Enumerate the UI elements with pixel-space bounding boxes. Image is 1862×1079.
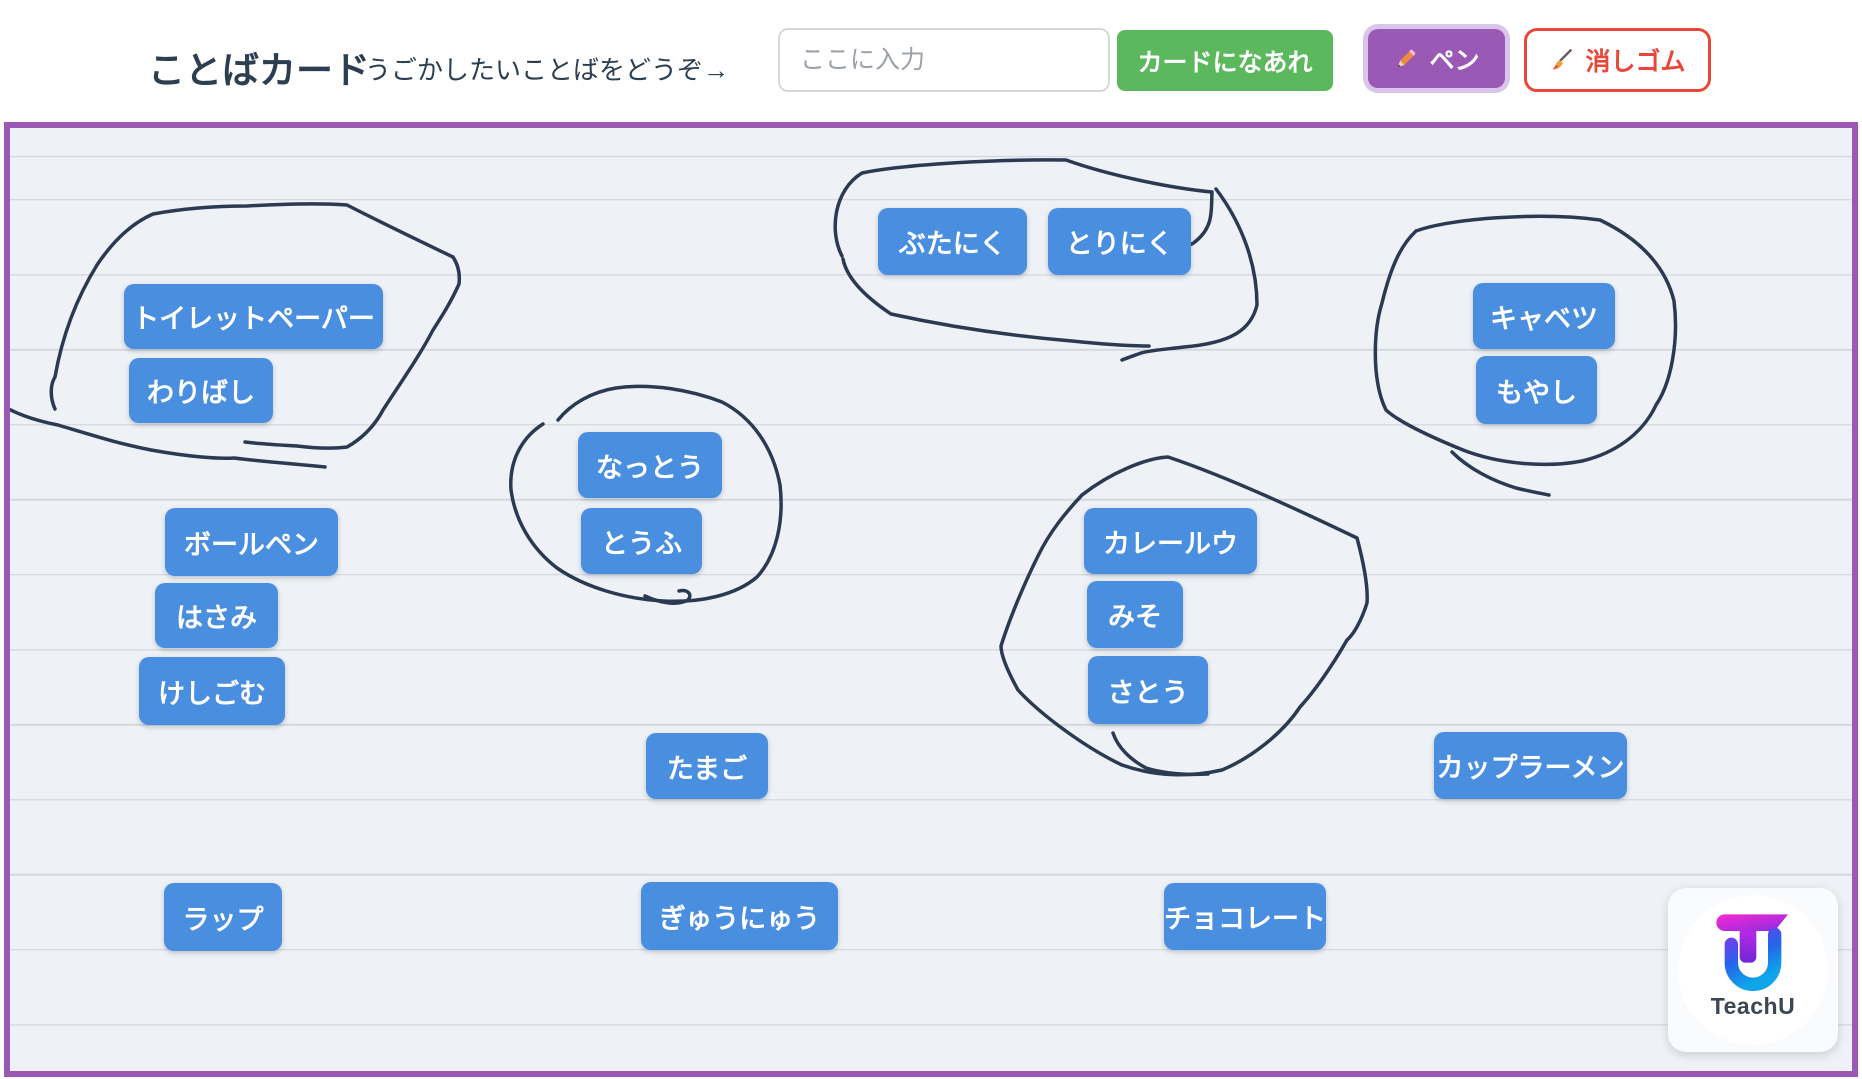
word-card-label: けしごむ [158,678,266,709]
word-card[interactable]: ぶたにく [878,208,1027,275]
word-card-label: ぶたにく [898,229,1007,259]
word-card[interactable]: とりにく [1048,208,1191,275]
word-card[interactable]: わりばし [129,358,273,423]
word-card-label: みそ [1108,602,1162,632]
word-card-label: さとう [1107,677,1189,708]
eraser-tool-button[interactable]: 消しゴム [1524,28,1711,92]
word-card-label: ラップ [182,904,264,935]
word-card-label: たまご [666,753,748,784]
word-card[interactable]: とうふ [581,508,702,574]
pen-tool-button[interactable]: ペン [1368,29,1505,88]
word-card-label: とうふ [601,528,682,559]
word-card[interactable]: カレールウ [1084,508,1257,574]
teachu-logo-circle: TeachU [1678,895,1828,1045]
word-card[interactable]: ラップ [164,883,282,951]
word-card-label: なっとう [596,452,704,483]
teachu-logo: TeachU [1668,888,1838,1052]
word-card[interactable]: ぎゅうにゅう [641,882,838,950]
word-card-label: ボールペン [184,529,319,560]
make-card-button-label: カードになあれ [1137,48,1313,77]
word-card[interactable]: みそ [1087,581,1183,648]
word-card-label: もやし [1496,377,1577,408]
word-card[interactable]: キャベツ [1473,283,1615,349]
word-card-label: はさみ [176,603,257,633]
instruction-text: うごかしたいことばをどうぞ→ [365,55,730,85]
word-card-label: とりにく [1065,229,1174,259]
word-card-label: カップラーメン [1436,753,1625,783]
word-card[interactable]: なっとう [578,432,722,498]
eraser-tool-button-label: 消しゴム [1585,48,1686,76]
word-card[interactable]: はさみ [155,583,278,648]
word-card[interactable]: カップラーメン [1434,732,1627,799]
word-card-label: わりばし [147,378,255,408]
word-card[interactable]: もやし [1476,356,1597,424]
pen-tool-button-label: ペン [1429,46,1480,75]
word-card-label: ぎゅうにゅう [658,903,821,934]
word-card-label: チョコレート [1164,904,1326,934]
brush-icon [1549,47,1575,73]
app-title: ことばカード [148,50,370,91]
teachu-logo-icon [1716,914,1788,991]
teachu-logo-text: TeachU [1710,993,1796,1019]
word-card-label: トイレットペーパー [132,304,375,334]
word-card-label: キャベツ [1490,303,1598,334]
word-card[interactable]: たまご [646,733,768,799]
word-input[interactable] [778,28,1110,92]
word-card[interactable]: トイレットペーパー [124,284,383,349]
word-card[interactable]: ボールペン [165,508,338,576]
word-card[interactable]: けしごむ [139,657,285,725]
word-card[interactable]: さとう [1088,656,1208,724]
make-card-button[interactable]: カードになあれ [1117,30,1333,91]
word-card-label: カレールウ [1103,528,1238,559]
pencil-icon [1393,46,1419,72]
word-card[interactable]: チョコレート [1164,883,1326,950]
